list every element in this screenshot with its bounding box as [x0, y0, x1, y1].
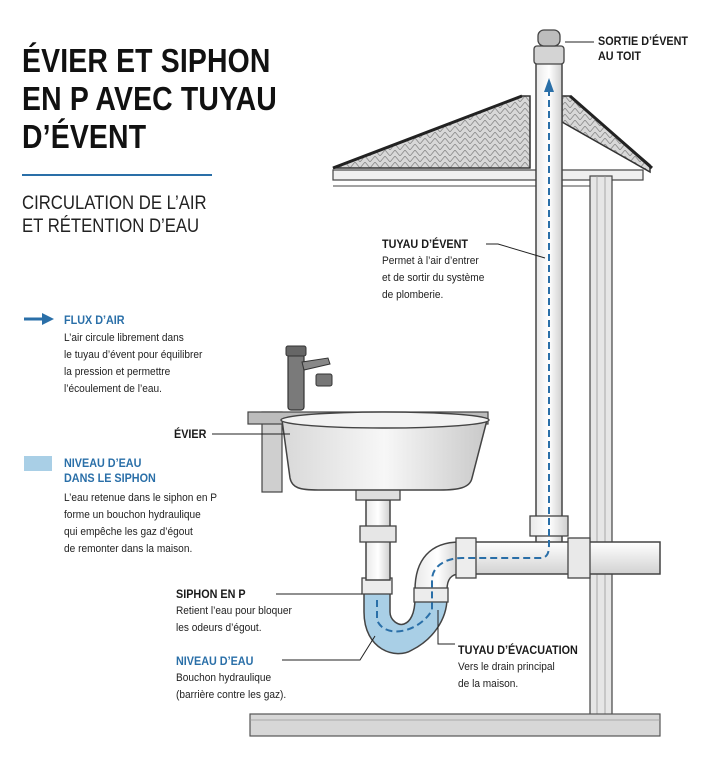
water-level-swatch	[24, 456, 52, 471]
label-roof-vent: SORTIE D’ÉVENT AU TOIT	[598, 34, 688, 64]
callout-lines	[212, 41, 594, 661]
sink	[247, 411, 490, 493]
page-subtitle: CIRCULATION DE L’AIR ET RÉTENTION D’EAU	[22, 192, 207, 238]
text-line: L’air circule librement dans	[64, 332, 184, 344]
text-line: de remonter dans la maison.	[64, 543, 193, 555]
label-p-trap-text: Retient l’eau pour bloquer les odeurs d’…	[176, 603, 292, 637]
faucet	[285, 345, 333, 411]
legend-airflow-text: L’air circule librement dans le tuyau d’…	[64, 330, 202, 398]
title-line: AU TOIT	[598, 49, 642, 63]
text-line: de plomberie.	[382, 289, 444, 301]
legend-water-text: L’eau retenue dans le siphon en P forme …	[64, 490, 217, 558]
airflow-legend-arrow	[24, 313, 54, 325]
airflow-path	[376, 84, 550, 633]
floor	[249, 713, 661, 737]
text-line: et de sortir du système	[382, 272, 485, 284]
text-line: forme un bouchon hydraulique	[64, 509, 201, 521]
title-line: NIVEAU D’EAU	[64, 456, 142, 470]
text-line: le tuyau d’évent pour équilibrer	[64, 349, 203, 361]
label-vent-pipe-text: Permet à l’air d’entrer et de sortir du …	[382, 253, 484, 304]
text-line: (barrière contre les gaz).	[176, 689, 287, 701]
airflow-arrow	[544, 78, 554, 92]
label-water-level-title: NIVEAU D’EAU	[176, 654, 254, 668]
legend-water-title: NIVEAU D’EAU DANS LE SIPHON	[64, 456, 156, 486]
subtitle-line: ET RÉTENTION D’EAU	[22, 216, 200, 237]
page-title: ÉVIER ET SIPHON EN P AVEC TUYAU D’ÉVENT	[22, 42, 277, 156]
label-water-level-text: Bouchon hydraulique (barrière contre les…	[176, 670, 286, 704]
text-line: Vers le drain principal	[458, 661, 555, 673]
title-line: ÉVIER ET SIPHON	[22, 42, 271, 79]
p-trap	[361, 577, 449, 655]
text-line: la pression et permettre	[64, 366, 171, 378]
label-drain-title: TUYAU D’ÉVACUATION	[458, 643, 578, 657]
subtitle-line: CIRCULATION DE L’AIR	[22, 193, 207, 214]
text-line: de la maison.	[458, 678, 519, 690]
title-line: SORTIE D’ÉVENT	[598, 34, 689, 48]
text-line: l’écoulement de l’eau.	[64, 383, 162, 395]
text-line: qui empêche les gaz d’égout	[64, 526, 193, 538]
text-line: L’eau retenue dans le siphon en P	[64, 492, 218, 504]
text-line: Bouchon hydraulique	[176, 672, 272, 684]
drain-pipe	[414, 537, 661, 599]
text-line: Permet à l’air d’entrer	[382, 255, 479, 267]
label-p-trap-title: SIPHON EN P	[176, 587, 246, 601]
wall	[589, 175, 613, 717]
roof	[332, 94, 653, 187]
text-line: Retient l’eau pour bloquer	[176, 605, 292, 617]
tailpiece	[355, 485, 401, 581]
legend-airflow-title: FLUX D’AIR	[64, 313, 125, 327]
title-line: DANS LE SIPHON	[64, 471, 156, 485]
label-vent-pipe-title: TUYAU D’ÉVENT	[382, 237, 469, 251]
title-line: D’ÉVENT	[22, 118, 147, 155]
title-divider	[22, 174, 212, 176]
label-sink: ÉVIER	[174, 427, 207, 441]
title-line: EN P AVEC TUYAU	[22, 80, 277, 117]
text-line: les odeurs d’égout.	[176, 622, 262, 634]
label-drain-text: Vers le drain principal de la maison.	[458, 659, 555, 693]
